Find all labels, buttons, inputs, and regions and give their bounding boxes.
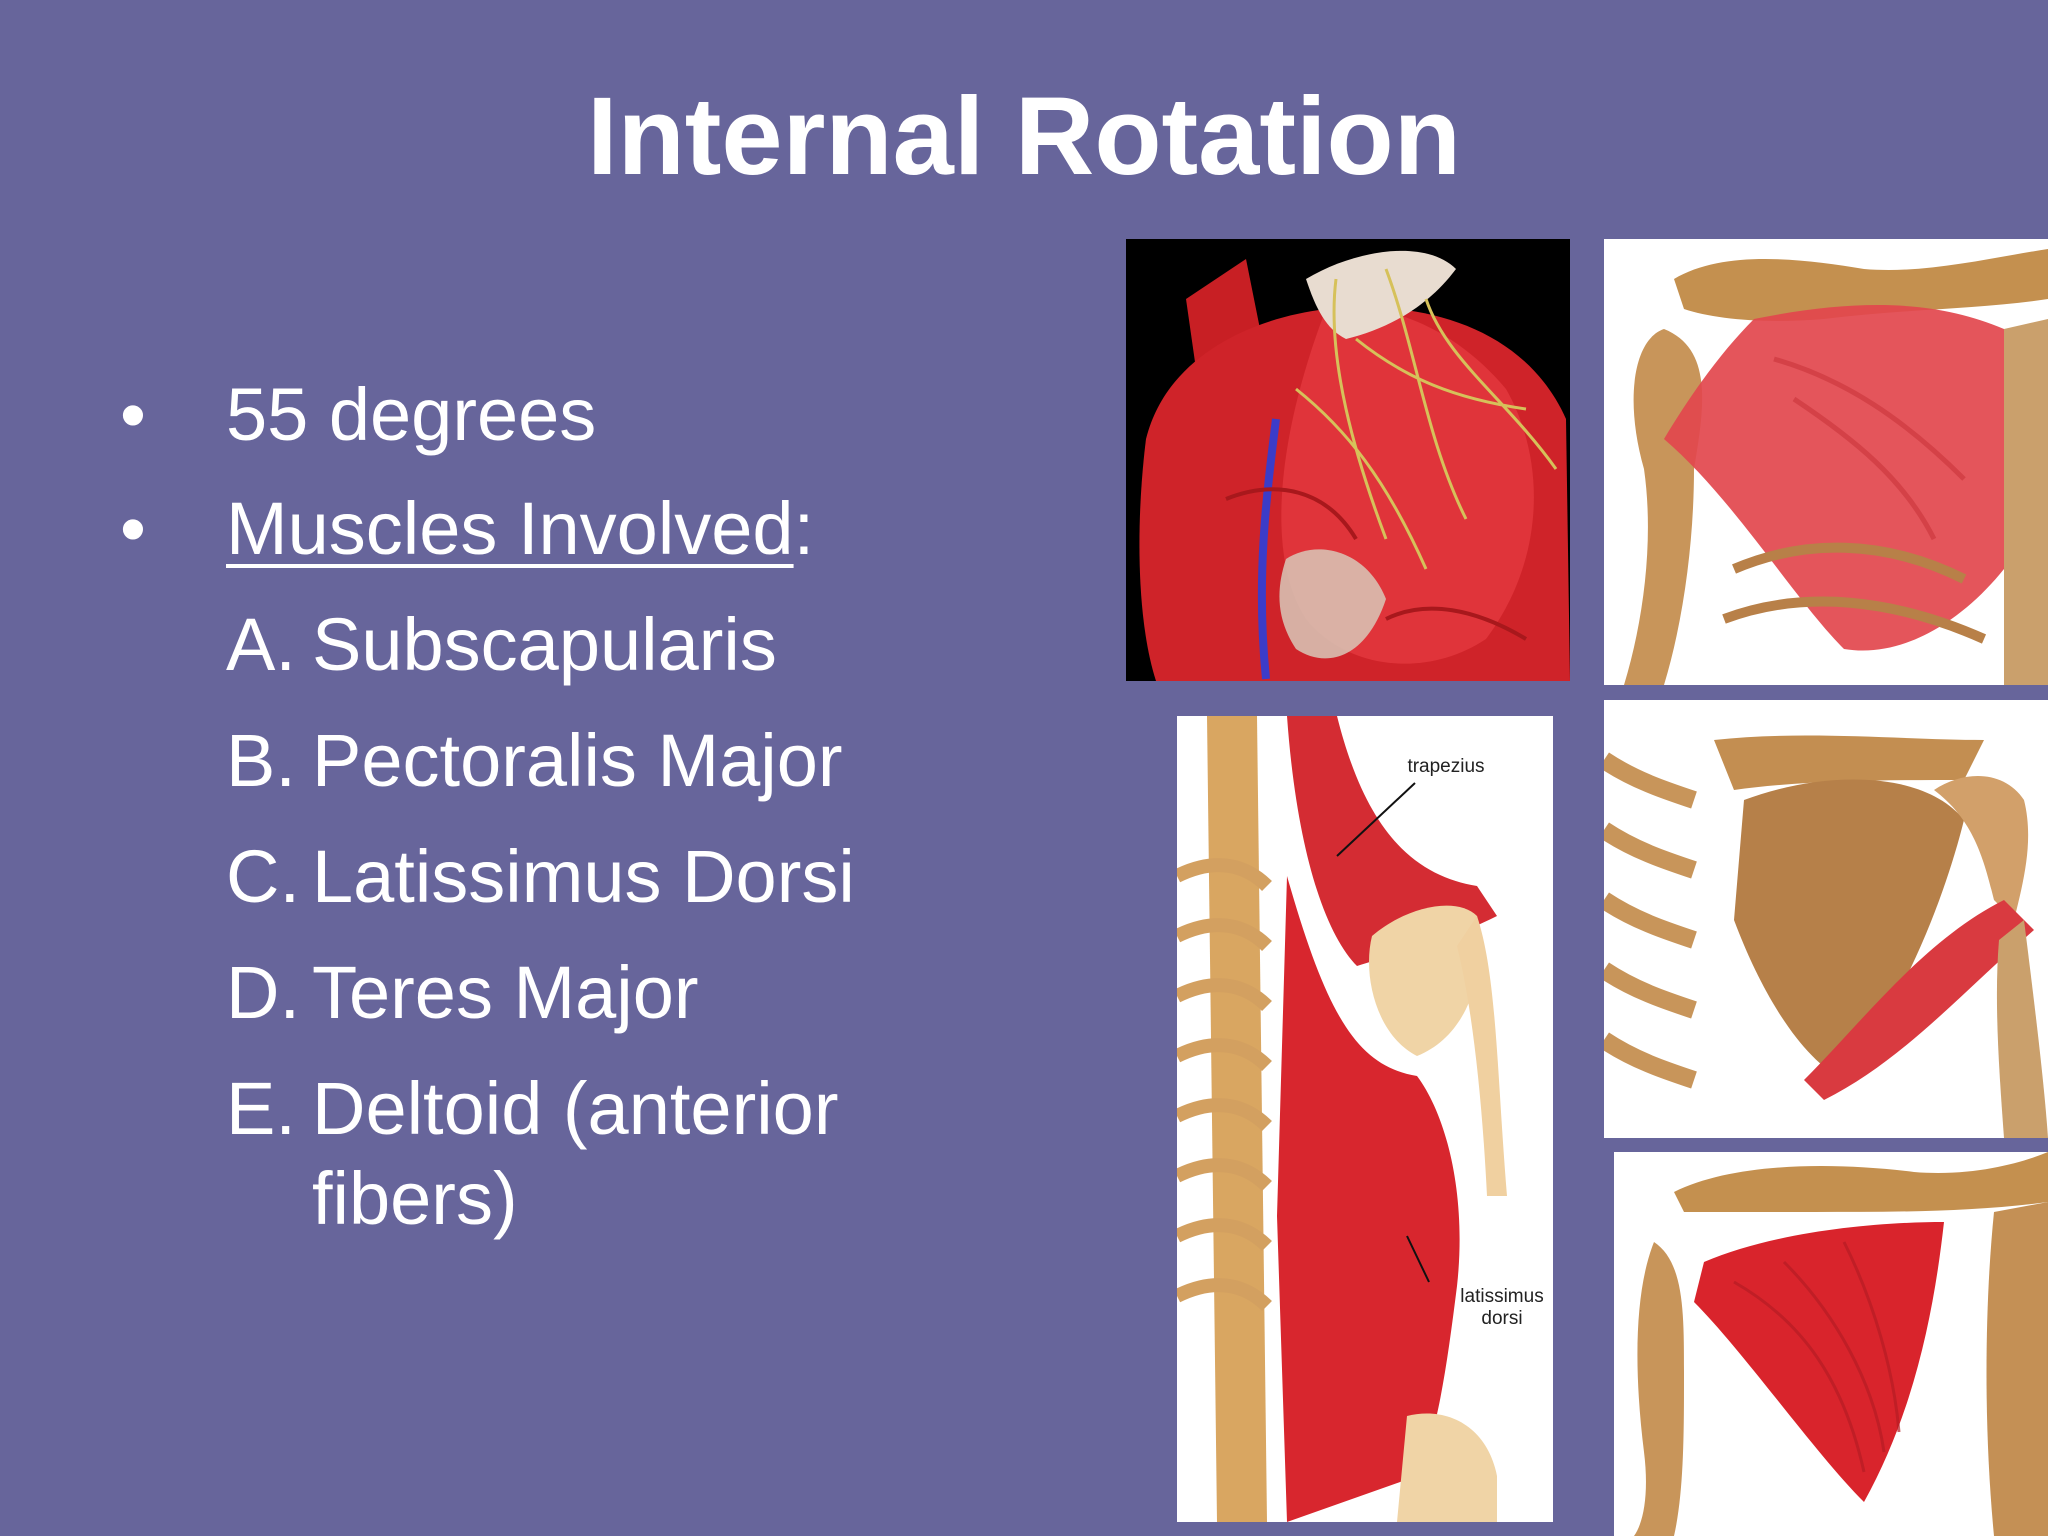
muscle-name: Subscapularis (312, 603, 777, 686)
bullet-icon: • (120, 487, 146, 570)
subscapularis-image (1614, 1152, 2048, 1536)
muscle-letter: E. (226, 1067, 296, 1150)
pectoralis-major-image (1604, 239, 2048, 685)
bullet-text-degrees: 55 degrees (226, 373, 597, 456)
heading-colon: : (793, 487, 815, 570)
muscle-letter: A. (226, 603, 296, 686)
muscle-name: Deltoid (anterior fibers) (312, 1067, 839, 1240)
shoulder-muscles-3d-image (1126, 239, 1570, 681)
slide-title: Internal Rotation (587, 75, 1461, 198)
bullet-icon: • (120, 373, 146, 456)
muscle-name: Teres Major (312, 951, 699, 1034)
muscle-letter: B. (226, 719, 296, 802)
bullet-text-muscles: Muscles Involved: (226, 484, 814, 574)
muscle-letter: D. (226, 951, 300, 1034)
muscles-involved-heading: Muscles Involved (226, 487, 794, 570)
latissimus-label-line1: latissimus (1460, 1286, 1544, 1307)
latissimus-label-line2: dorsi (1481, 1308, 1523, 1329)
muscle-letter: C. (226, 835, 300, 918)
teres-major-image (1604, 700, 2048, 1138)
muscle-name: Pectoralis Major (312, 719, 843, 802)
trapezius-label: trapezius (1407, 756, 1485, 777)
muscle-name: Latissimus Dorsi (312, 835, 855, 918)
latissimus-dorsi-image: trapezius latissimus dorsi (1177, 716, 1553, 1522)
